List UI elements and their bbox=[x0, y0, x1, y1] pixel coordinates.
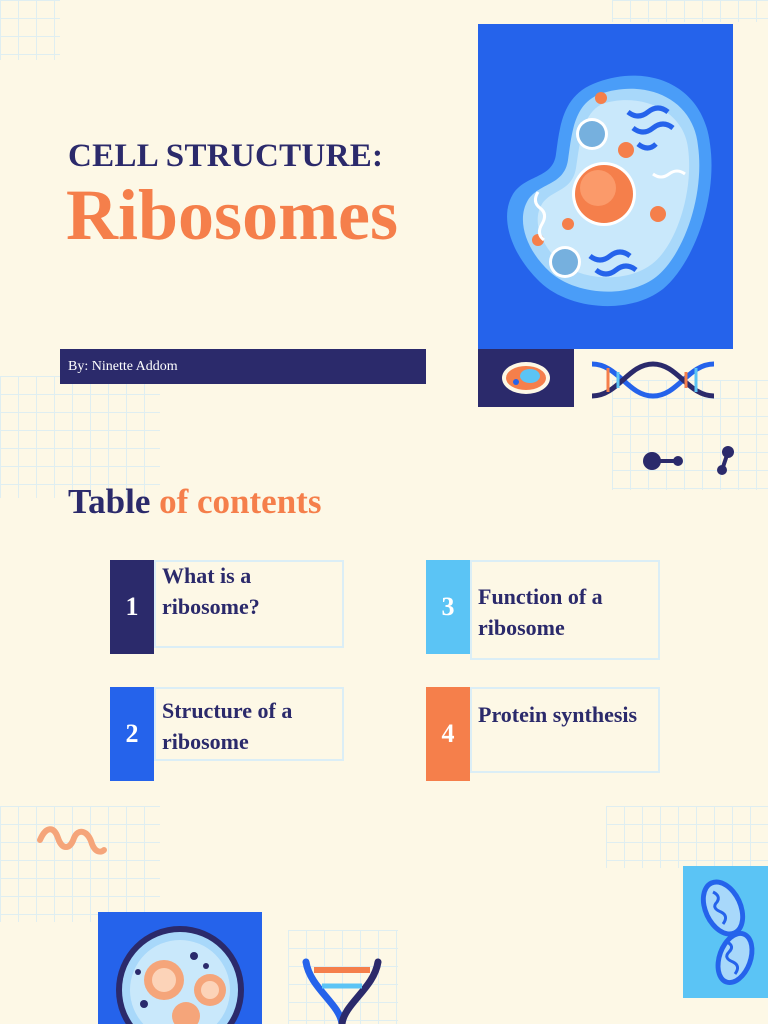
toc-item-label: Function of a ribosome bbox=[478, 584, 603, 640]
toc-item-frame bbox=[154, 560, 344, 648]
toc-title: Table of contents bbox=[68, 482, 321, 522]
toc-item-frame bbox=[470, 687, 660, 773]
grid-pattern-mid-right bbox=[612, 380, 768, 490]
mitochondria-icon bbox=[700, 879, 755, 986]
microscope-cell-tile bbox=[98, 912, 262, 1024]
toc-item-1[interactable]: 1 What is a ribosome? bbox=[110, 560, 344, 654]
bacteria-icon-tile bbox=[478, 349, 574, 407]
grid-pattern-mid-left bbox=[0, 376, 160, 498]
molecule-icon bbox=[643, 446, 734, 475]
toc-item-frame bbox=[154, 687, 344, 761]
toc-item-number: 4 bbox=[426, 687, 470, 781]
toc-item-number: 2 bbox=[110, 687, 154, 781]
grid-pattern-bottom-mid bbox=[288, 930, 398, 1024]
subtitle: CELL STRUCTURE: bbox=[68, 138, 384, 174]
toc-item-3[interactable]: 3 Function of a ribosome bbox=[426, 560, 660, 660]
bacteria-icon bbox=[502, 362, 550, 394]
dna-fragment-icon bbox=[302, 958, 382, 1024]
cell-illustration-panel bbox=[478, 24, 733, 349]
dna-helix-icon bbox=[591, 361, 715, 399]
toc-item-number: 1 bbox=[110, 560, 154, 654]
grid-pattern-top-right bbox=[612, 0, 768, 22]
mitochondria-tile bbox=[683, 866, 768, 998]
toc-item-frame bbox=[470, 560, 660, 660]
toc-item-2[interactable]: 2 Structure of a ribosome bbox=[110, 687, 344, 781]
toc-item-label: What is a ribosome? bbox=[162, 563, 260, 619]
author-bar: By: Ninette Addom bbox=[60, 349, 426, 384]
author-label: By: Ninette Addom bbox=[68, 359, 178, 374]
page-title: Ribosomes bbox=[66, 175, 399, 255]
grid-pattern-bottom-right bbox=[606, 806, 768, 868]
grid-pattern-top-left bbox=[0, 0, 60, 60]
cell-illustration-icon bbox=[507, 75, 712, 307]
toc-item-label: Protein synthesis bbox=[478, 702, 638, 727]
toc-title-part1: Table bbox=[68, 482, 151, 521]
squiggle-icon bbox=[37, 826, 107, 855]
toc-item-label: Structure of a ribosome bbox=[162, 698, 293, 754]
grid-pattern-bottom-left bbox=[0, 806, 160, 922]
toc-item-4[interactable]: 4 Protein synthesis bbox=[426, 687, 660, 781]
microscope-cell-icon bbox=[116, 926, 244, 1024]
toc-item-number: 3 bbox=[426, 560, 470, 654]
toc-title-part2: of contents bbox=[159, 482, 322, 521]
